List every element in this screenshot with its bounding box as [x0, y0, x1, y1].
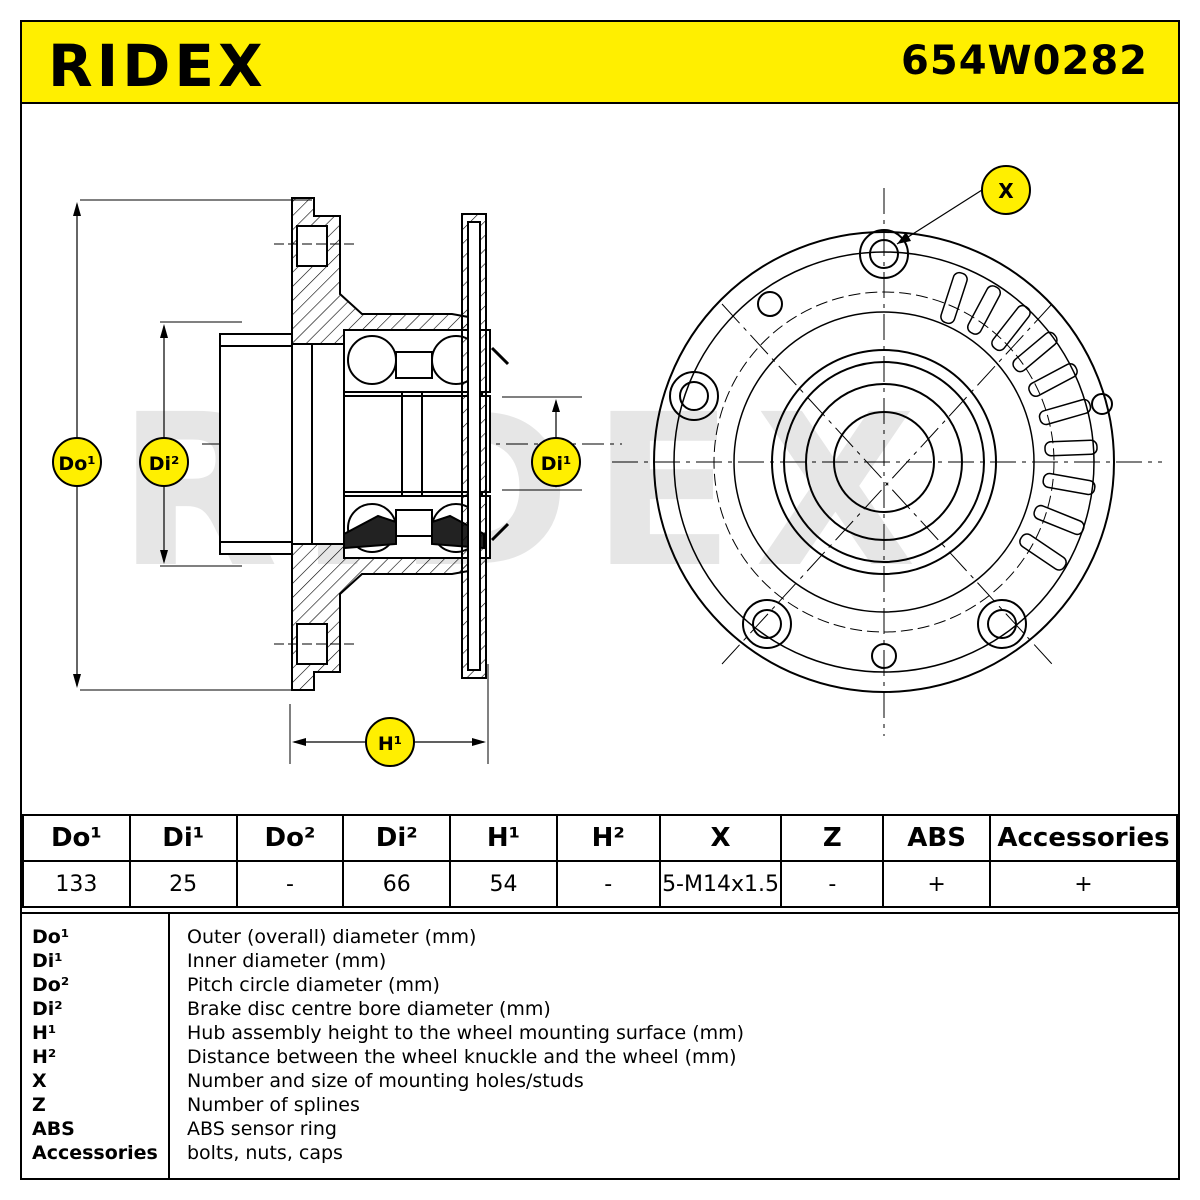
legend-row: H² Distance between the wheel knuckle and…: [22, 1046, 1178, 1070]
legend-row: X Number and size of mounting holes/studs: [22, 1070, 1178, 1094]
legend-key: ABS: [32, 1118, 75, 1140]
spec-header-row: Do¹ Di¹ Do² Di² H¹ H² X Z ABS Accessorie…: [22, 814, 1178, 862]
spec-value-cell: 25: [128, 860, 238, 908]
spec-value-cell: 66: [342, 860, 452, 908]
legend-key: Accessories: [32, 1142, 158, 1164]
svg-text:Di²: Di²: [149, 453, 180, 475]
label-do1: Do¹: [52, 437, 102, 487]
spec-value-cell: -: [235, 860, 345, 908]
legend-row: Do¹ Outer (overall) diameter (mm): [22, 926, 1178, 950]
label-x: X: [981, 165, 1031, 215]
legend-row: Di² Brake disc centre bore diameter (mm): [22, 998, 1178, 1022]
spec-table: Do¹ Di¹ Do² Di² H¹ H² X Z ABS Accessorie…: [22, 814, 1178, 908]
legend-row: Di¹ Inner diameter (mm): [22, 950, 1178, 974]
legend-row: Do² Pitch circle diameter (mm): [22, 974, 1178, 998]
svg-text:X: X: [998, 179, 1014, 203]
legend-key: H¹: [32, 1022, 57, 1044]
spec-header-cell: H²: [555, 814, 661, 862]
label-h1: H¹: [365, 717, 415, 767]
legend-key: Do¹: [32, 926, 70, 948]
legend-desc: ABS sensor ring: [187, 1118, 337, 1140]
spec-value-row: 133 25 - 66 54 - 5-M14x1.5 - + +: [22, 860, 1178, 908]
legend-desc: Number and size of mounting holes/studs: [187, 1070, 584, 1092]
spec-value-cell: 5-M14x1.5: [658, 860, 783, 908]
spec-header-cell: H¹: [449, 814, 558, 862]
svg-text:H¹: H¹: [378, 733, 402, 755]
spec-header-cell: Accessories: [989, 814, 1178, 862]
hub-section-view: [73, 197, 622, 764]
legend: Do¹ Outer (overall) diameter (mm) Di¹ Inne…: [22, 912, 1178, 1180]
part-number: 654W0282: [901, 38, 1148, 84]
svg-text:Di¹: Di¹: [541, 453, 572, 475]
spec-header-cell: Do²: [235, 814, 345, 862]
legend-row: Accessories bolts, nuts, caps: [22, 1142, 1178, 1166]
label-di1: Di¹: [531, 437, 581, 487]
legend-row: ABS ABS sensor ring: [22, 1118, 1178, 1142]
legend-key: X: [32, 1070, 47, 1092]
label-di2: Di²: [139, 437, 189, 487]
spec-value-cell: +: [882, 860, 991, 908]
legend-key: Di¹: [32, 950, 63, 972]
legend-row: Z Number of splines: [22, 1094, 1178, 1118]
technical-drawing: RIDEX: [52, 165, 1162, 767]
product-sheet: RIDEX 654W0282 RIDEX: [20, 20, 1180, 1180]
ridex-logo: RIDEX: [48, 32, 267, 100]
spec-header-cell: Di²: [342, 814, 452, 862]
spec-header-cell: Do¹: [22, 814, 131, 862]
legend-row: H¹ Hub assembly height to the wheel mount…: [22, 1022, 1178, 1046]
spec-value-cell: 133: [22, 860, 131, 908]
legend-desc: Pitch circle diameter (mm): [187, 974, 440, 996]
legend-desc: Inner diameter (mm): [187, 950, 387, 972]
logo-text: RIDEX: [48, 32, 267, 100]
legend-key: H²: [32, 1046, 57, 1068]
legend-desc: bolts, nuts, caps: [187, 1142, 343, 1164]
spec-header-cell: Z: [780, 814, 885, 862]
hub-front-view: [612, 188, 1162, 736]
spec-header-cell: X: [658, 814, 783, 862]
legend-desc: Distance between the wheel knuckle and t…: [187, 1046, 737, 1068]
legend-key: Di²: [32, 998, 63, 1020]
legend-desc: Outer (overall) diameter (mm): [187, 926, 477, 948]
spec-value-cell: -: [780, 860, 885, 908]
legend-key: Z: [32, 1094, 46, 1116]
spec-value-cell: +: [989, 860, 1178, 908]
spec-value-cell: 54: [449, 860, 558, 908]
legend-key: Do²: [32, 974, 70, 996]
legend-desc: Number of splines: [187, 1094, 360, 1116]
spec-header-cell: ABS: [882, 814, 991, 862]
svg-text:Do¹: Do¹: [58, 453, 95, 475]
header-bar: RIDEX 654W0282: [22, 22, 1178, 104]
spec-header-cell: Di¹: [128, 814, 238, 862]
legend-desc: Hub assembly height to the wheel mountin…: [187, 1022, 745, 1044]
legend-divider: [168, 914, 170, 1180]
spec-value-cell: -: [555, 860, 661, 908]
legend-desc: Brake disc centre bore diameter (mm): [187, 998, 551, 1020]
